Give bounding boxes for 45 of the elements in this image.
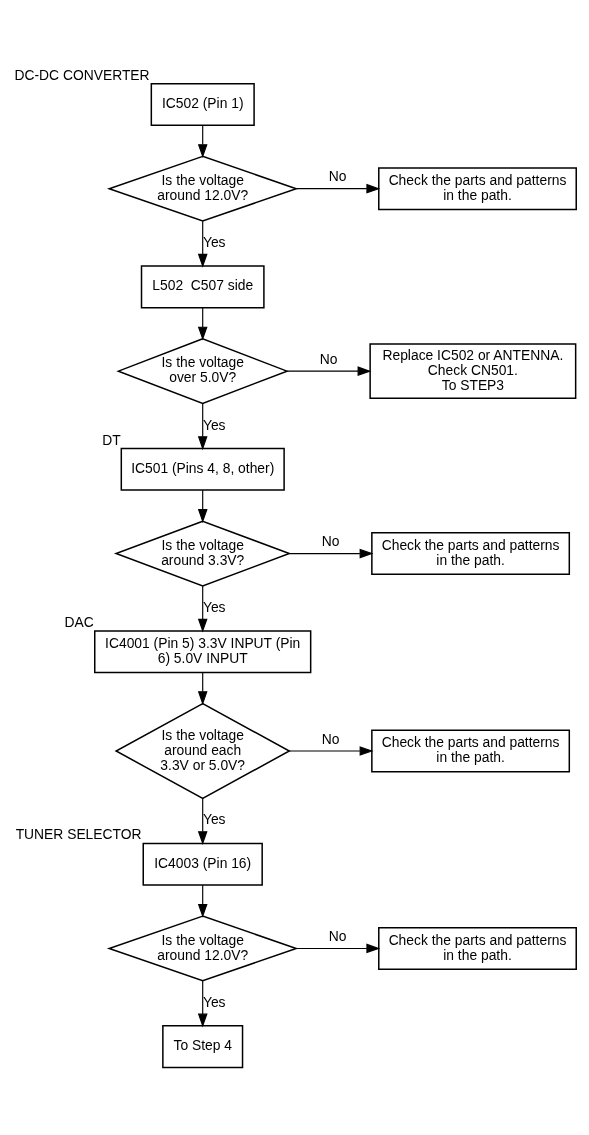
node-diamond: Is the voltage around 12.0V? (106, 155, 299, 222)
arrow (295, 943, 381, 953)
arrow (197, 402, 208, 450)
arrow (197, 124, 208, 158)
arrow (197, 220, 208, 268)
arrow (286, 365, 372, 376)
edge-label: No (321, 532, 340, 549)
edge-label: No (328, 927, 347, 944)
node-label: DT (102, 431, 121, 448)
edge-label: No (321, 730, 340, 747)
arrow (197, 797, 208, 845)
arrow (288, 745, 374, 756)
node-box: L502 C507 side (140, 264, 265, 308)
node-box: IC4001 (Pin 5) 3.3V INPUT (Pin 6) 5.0V INPUT (94, 629, 312, 673)
node-label: DC-DC CONVERTER (14, 66, 150, 83)
node-box: Check the parts and patterns in the path. (378, 166, 577, 210)
arrow (197, 884, 208, 918)
arrow (197, 489, 208, 523)
edge-label: No (319, 350, 338, 367)
edge-label: Yes (202, 233, 226, 250)
node-label: DAC (64, 613, 94, 630)
node-box: Replace IC502 or ANTENNA. Check CN501. To STEP3 (369, 342, 577, 399)
edge-label: Yes (202, 993, 226, 1010)
arrow (295, 183, 381, 194)
node-diamond: Is the voltage around each 3.3V or 5.0V? (114, 702, 291, 799)
arrow (197, 585, 208, 633)
arrow (197, 979, 208, 1027)
node-box: IC501 (Pins 4, 8, other) (120, 447, 285, 491)
edge-label: Yes (202, 810, 226, 827)
node-label: TUNER SELECTOR (15, 825, 142, 842)
node-diamond: Is the voltage over 5.0V? (116, 337, 290, 404)
node-diamond: Is the voltage around 3.3V? (113, 519, 292, 587)
node-box: IC4003 (Pin 16) (142, 842, 263, 886)
arrow (197, 306, 208, 341)
node-box: IC502 (Pin 1) (150, 82, 255, 126)
arrow (197, 671, 208, 705)
edge-label: Yes (202, 416, 226, 433)
node-box: Check the parts and patterns in the path. (378, 926, 577, 970)
arrow (288, 548, 374, 558)
edge-label: No (328, 167, 347, 184)
node-box: Check the parts and patterns in the path. (371, 729, 571, 773)
node-diamond: Is the voltage around 12.0V? (106, 914, 299, 982)
node-box: Check the parts and patterns in the path. (371, 531, 571, 575)
edge-label: Yes (202, 598, 226, 615)
node-box: To Step 4 (162, 1024, 244, 1068)
